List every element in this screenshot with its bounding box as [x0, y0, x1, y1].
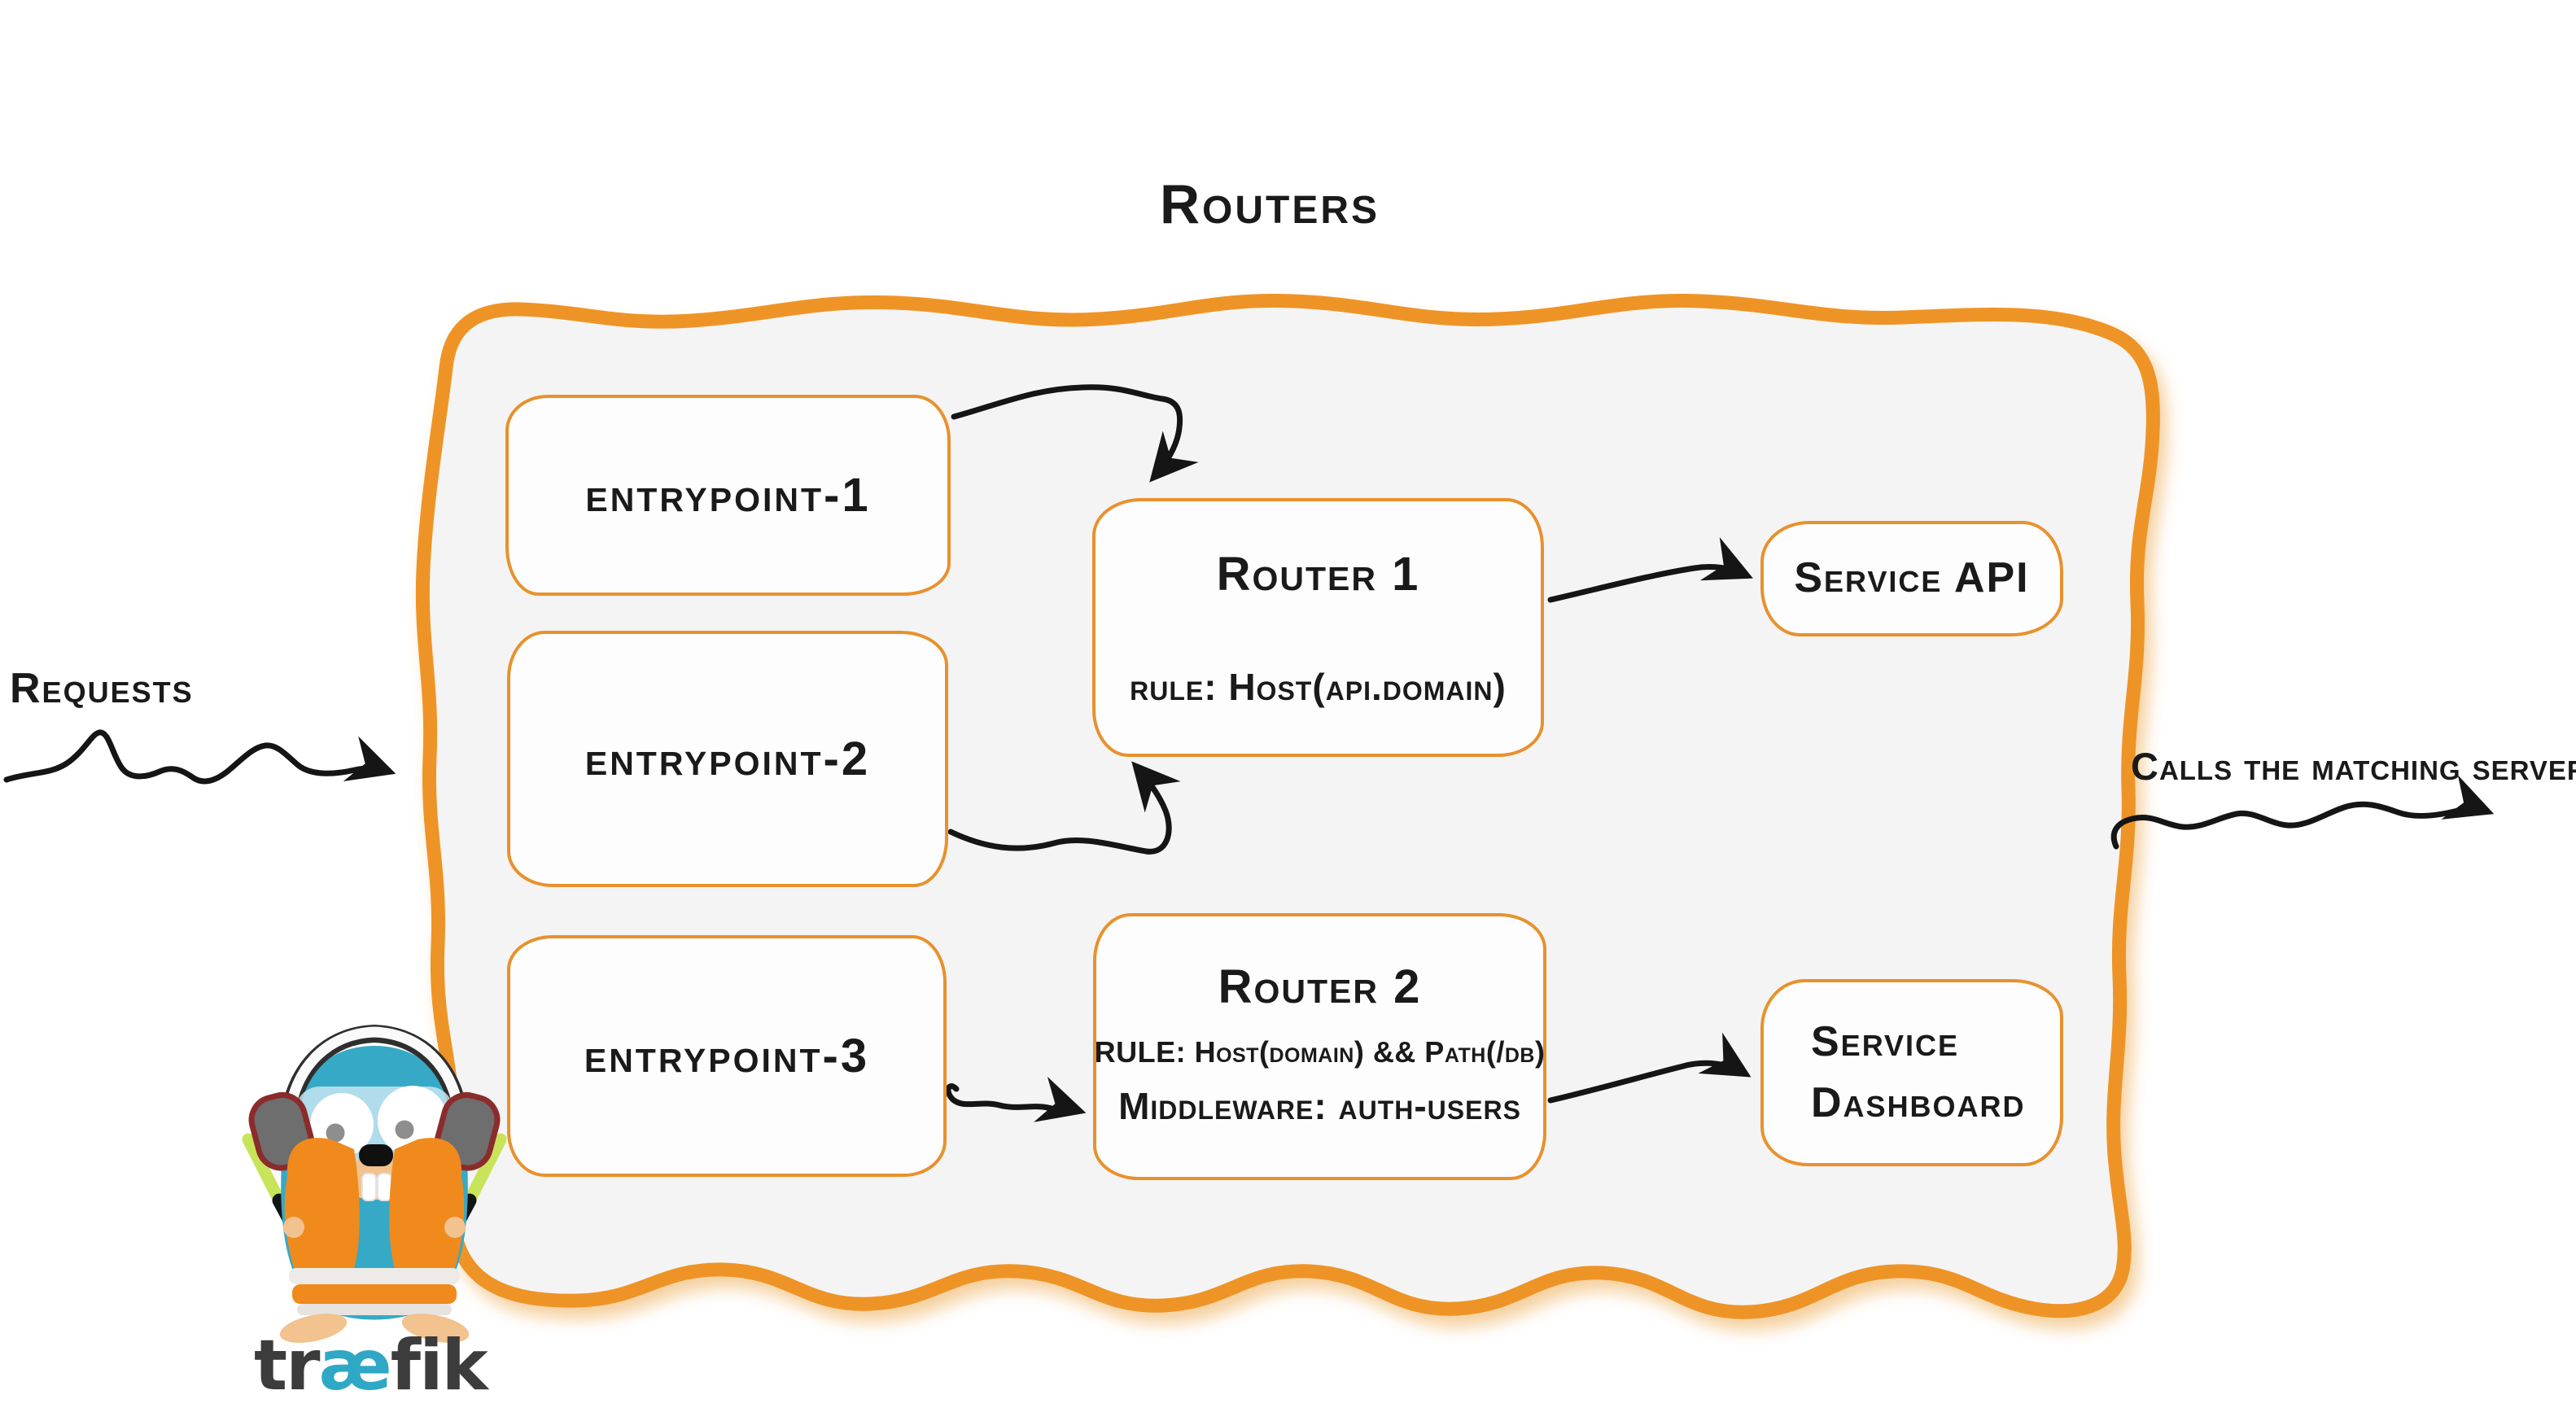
wordmark-ae: æ — [318, 1325, 392, 1406]
arrow-entrypoint1-to-router1 — [951, 384, 1199, 483]
gopher-nose — [359, 1144, 393, 1166]
service-api-label: Service API — [1794, 554, 2030, 602]
entrypoint-1-box: entrypoint-1 — [505, 395, 951, 596]
pupil-right — [395, 1120, 414, 1139]
router-1-rule: rule: Host(api.domain) — [1130, 665, 1507, 708]
entrypoint-3-label: entrypoint-3 — [584, 1030, 870, 1082]
traefik-wordmark: træfik — [254, 1325, 488, 1406]
service-dashboard-label-line2: Dashboard — [1811, 1079, 2026, 1126]
arrow-entrypoint3-to-router2 — [945, 1076, 1087, 1122]
vest-panel-right — [389, 1138, 465, 1268]
vest-stripe-white — [289, 1268, 460, 1284]
router-2-middleware: Middleware: auth-users — [1118, 1084, 1521, 1127]
wordmark-tr: tr — [254, 1325, 321, 1406]
entrypoint-2-box: entrypoint-2 — [507, 631, 948, 887]
glowstick-right-icon — [463, 1133, 507, 1207]
service-dashboard-label-line1: Service — [1811, 1017, 1960, 1065]
traefik-gopher-logo-icon — [242, 1024, 507, 1343]
vest-stripe-orange — [292, 1284, 457, 1304]
requests-arrow — [3, 729, 396, 785]
headphones-band — [283, 1026, 466, 1123]
glowstick-left-icon — [242, 1133, 286, 1207]
gopher-hand-left — [283, 1217, 304, 1238]
entrypoint-3-box: entrypoint-3 — [507, 935, 947, 1177]
vest-panel-left — [284, 1138, 360, 1268]
arrow-entrypoint2-to-router1 — [947, 761, 1181, 855]
requests-label: Requests — [10, 665, 194, 712]
router-2-rule: RULE: Host(domain) && Path(/db) — [1094, 1034, 1546, 1069]
gopher-foot-right — [401, 1314, 470, 1343]
arrow-router1-to-service-api — [1547, 537, 1753, 603]
service-api-box: Service API — [1760, 521, 2063, 636]
arrow-router2-to-service-dashboard — [1547, 1032, 1752, 1104]
calls-matching-server-label: Calls the matching server — [2131, 745, 2576, 788]
service-dashboard-box: Service Dashboard — [1760, 979, 2063, 1166]
page-title: Routers — [1159, 173, 1380, 235]
gopher-tooth-right — [377, 1173, 392, 1201]
router-2-box: Router 2 RULE: Host(domain) && Path(/db)… — [1093, 913, 1546, 1180]
vest-stripe-gray — [297, 1304, 452, 1315]
gopher-foot-left — [279, 1314, 348, 1343]
wordmark-fik: fik — [390, 1325, 488, 1406]
entrypoint-2-label: entrypoint-2 — [584, 732, 871, 785]
calls-arrow — [2110, 775, 2495, 850]
router-1-box: Router 1 rule: Host(api.domain) — [1092, 498, 1544, 757]
pupil-left — [326, 1123, 345, 1143]
router-2-title: Router 2 — [1218, 960, 1422, 1013]
gopher-hand-right — [444, 1217, 466, 1238]
router-1-title: Router 1 — [1216, 547, 1420, 601]
entrypoint-1-label: entrypoint-1 — [585, 469, 871, 522]
gopher-tooth-left — [361, 1173, 377, 1201]
